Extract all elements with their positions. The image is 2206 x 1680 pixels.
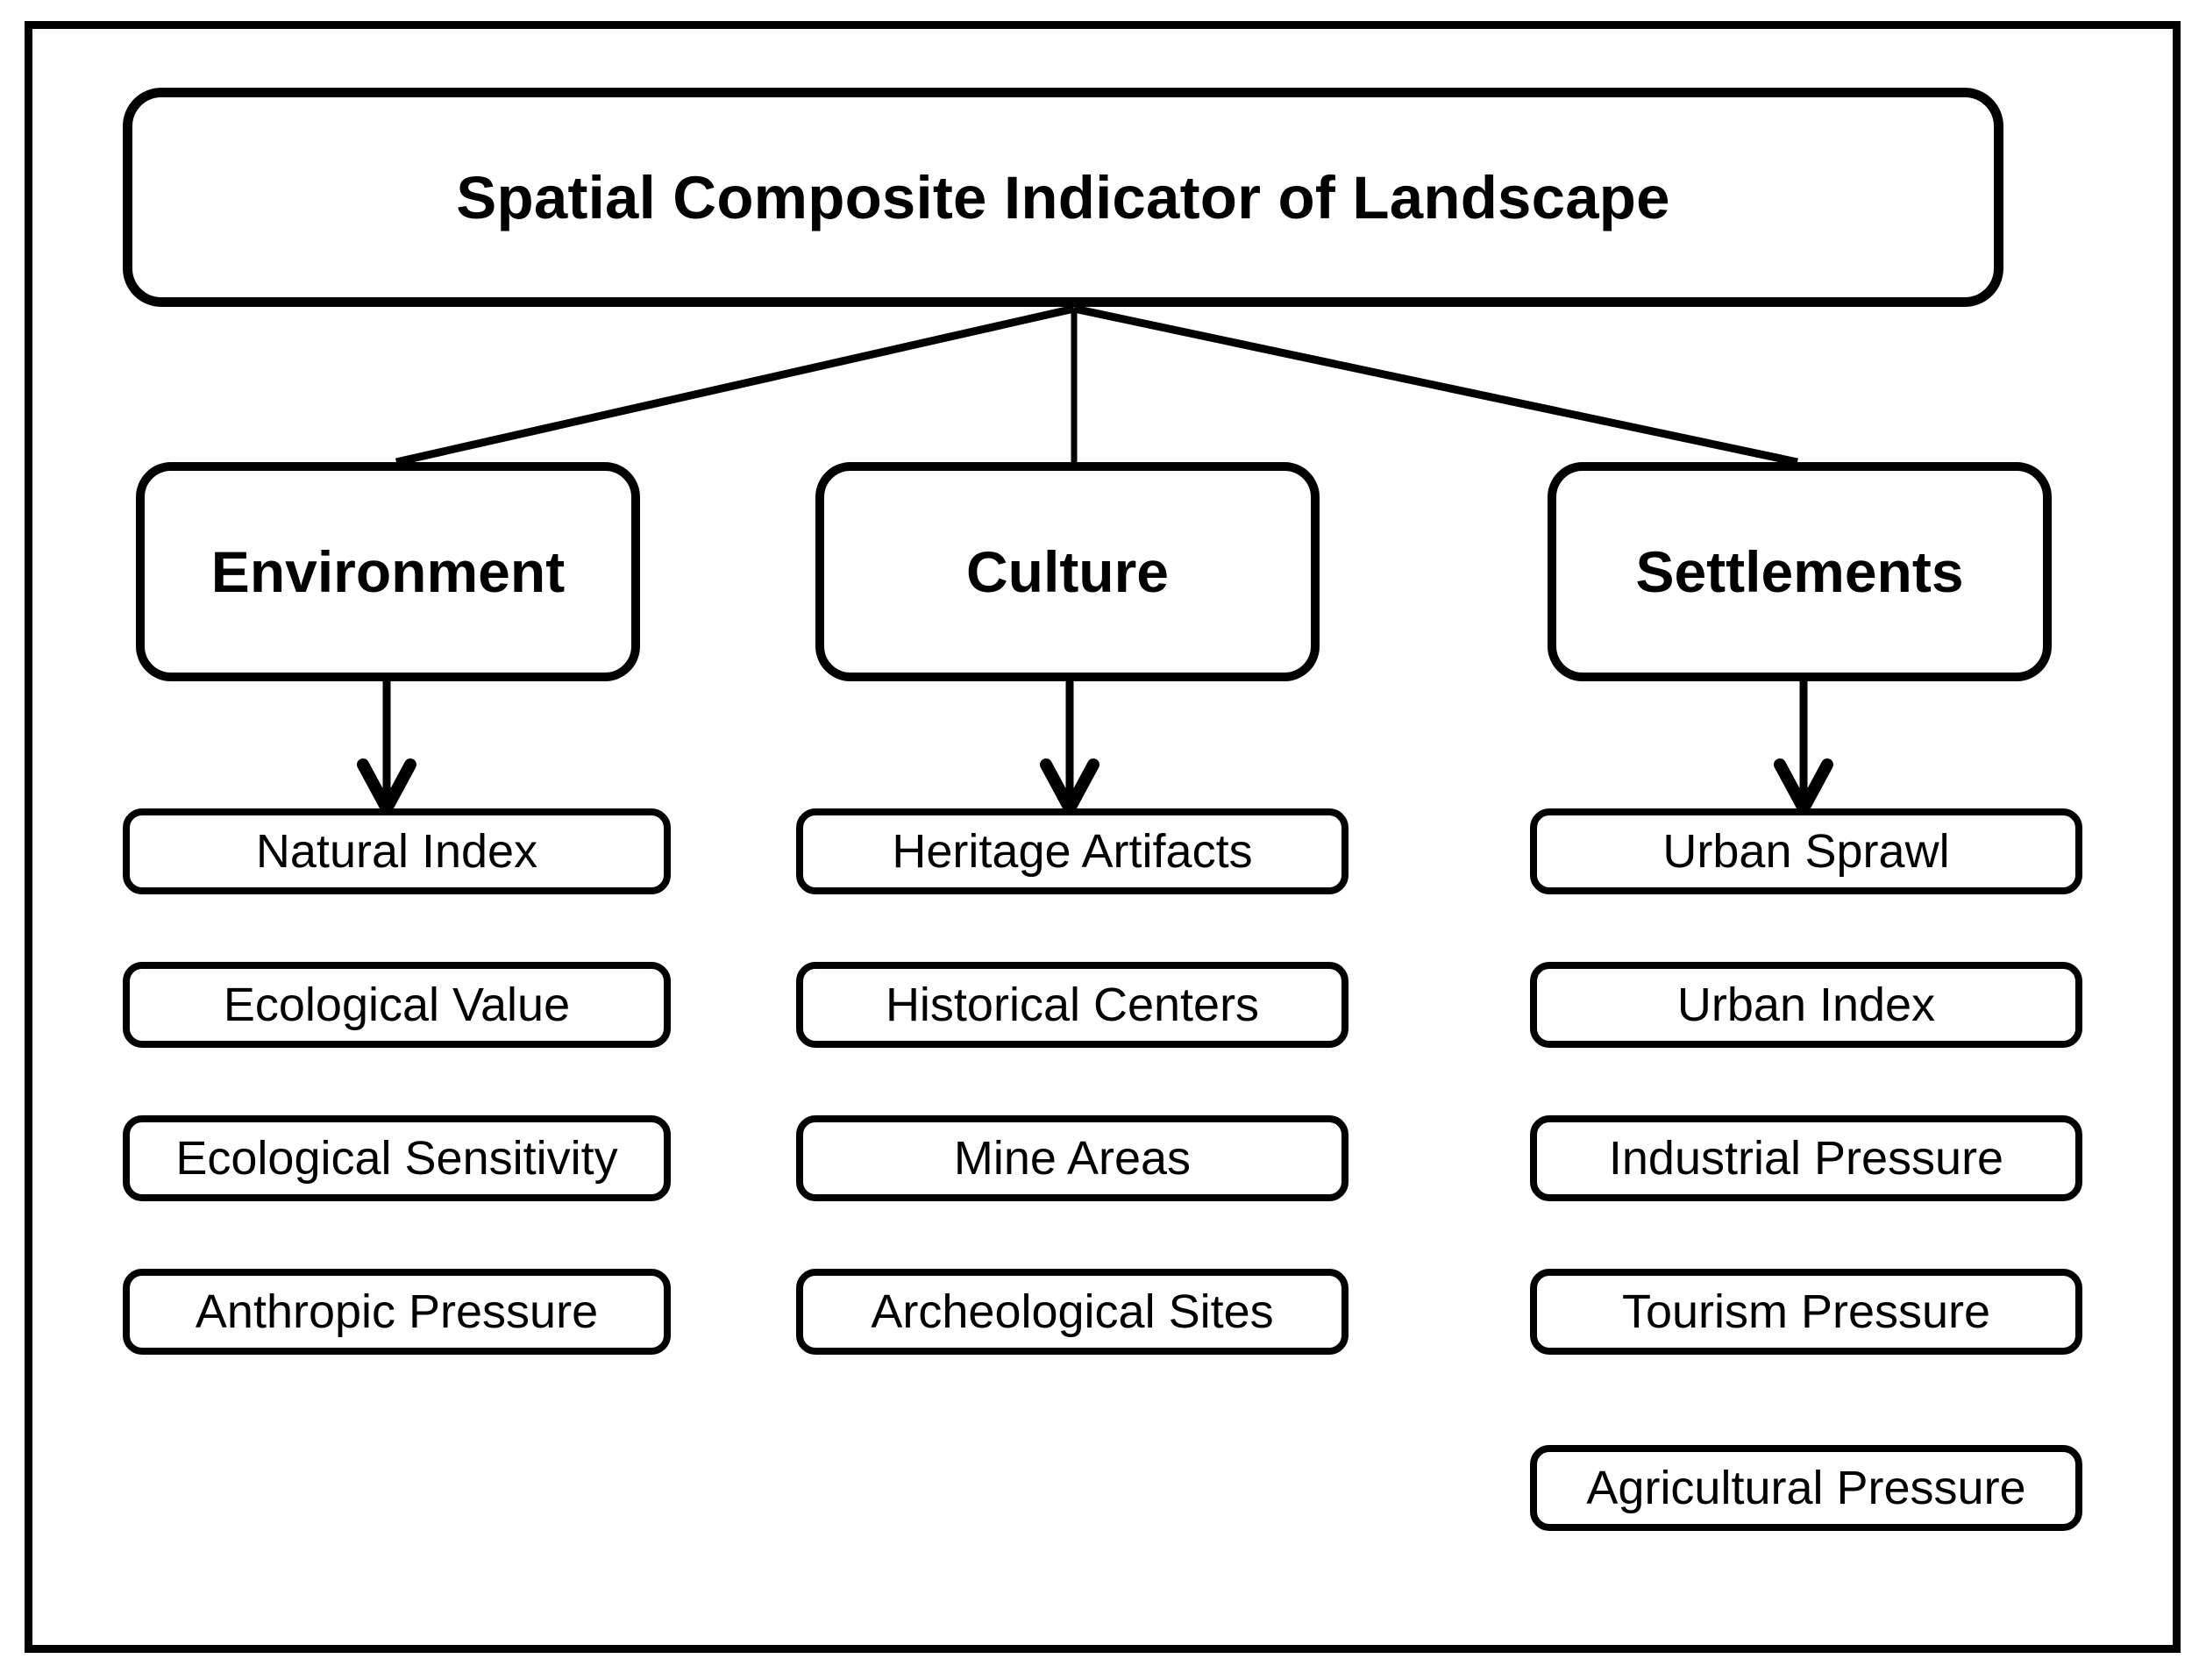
category-node-culture[interactable]: Culture: [815, 462, 1320, 681]
leaf-node[interactable]: Tourism Pressure: [1530, 1269, 2082, 1355]
leaf-node[interactable]: Ecological Sensitivity: [123, 1115, 671, 1201]
leaf-node-label: Heritage Artifacts: [892, 825, 1253, 878]
leaf-node-label: Urban Index: [1676, 979, 1936, 1031]
leaf-node[interactable]: Agricultural Pressure: [1530, 1445, 2082, 1531]
leaf-node-label: Anthropic Pressure: [195, 1285, 599, 1338]
category-node-environment-label: Environment: [210, 539, 566, 604]
leaf-node-label: Tourism Pressure: [1621, 1285, 1991, 1338]
leaf-node-label: Archeological Sites: [871, 1285, 1274, 1338]
root-node[interactable]: Spatial Composite Indicator of Landscape: [123, 88, 2003, 307]
leaf-node[interactable]: Historical Centers: [796, 962, 1349, 1048]
leaf-node-label: Historical Centers: [885, 979, 1260, 1031]
category-node-culture-label: Culture: [966, 539, 1169, 604]
leaf-node[interactable]: Urban Index: [1530, 962, 2082, 1048]
leaf-node-label: Ecological Sensitivity: [175, 1132, 618, 1185]
root-node-label: Spatial Composite Indicator of Landscape: [456, 163, 1670, 231]
leaf-node[interactable]: Ecological Value: [123, 962, 671, 1048]
leaf-node[interactable]: Industrial Pressure: [1530, 1115, 2082, 1201]
category-node-environment[interactable]: Environment: [136, 462, 640, 681]
leaf-node-label: Mine Areas: [953, 1132, 1192, 1185]
leaf-node[interactable]: Urban Sprawl: [1530, 808, 2082, 894]
leaf-node-label: Agricultural Pressure: [1586, 1462, 2026, 1514]
leaf-node-label: Natural Index: [255, 825, 538, 878]
leaf-node-label: Industrial Pressure: [1608, 1132, 2004, 1185]
category-node-settlements[interactable]: Settlements: [1548, 462, 2052, 681]
category-node-settlements-label: Settlements: [1635, 539, 1964, 604]
leaf-node[interactable]: Heritage Artifacts: [796, 808, 1349, 894]
leaf-node-label: Ecological Value: [223, 979, 571, 1031]
leaf-node-label: Urban Sprawl: [1662, 825, 1950, 878]
leaf-node[interactable]: Archeological Sites: [796, 1269, 1349, 1355]
leaf-node[interactable]: Anthropic Pressure: [123, 1269, 671, 1355]
leaf-node[interactable]: Mine Areas: [796, 1115, 1349, 1201]
leaf-node[interactable]: Natural Index: [123, 808, 671, 894]
